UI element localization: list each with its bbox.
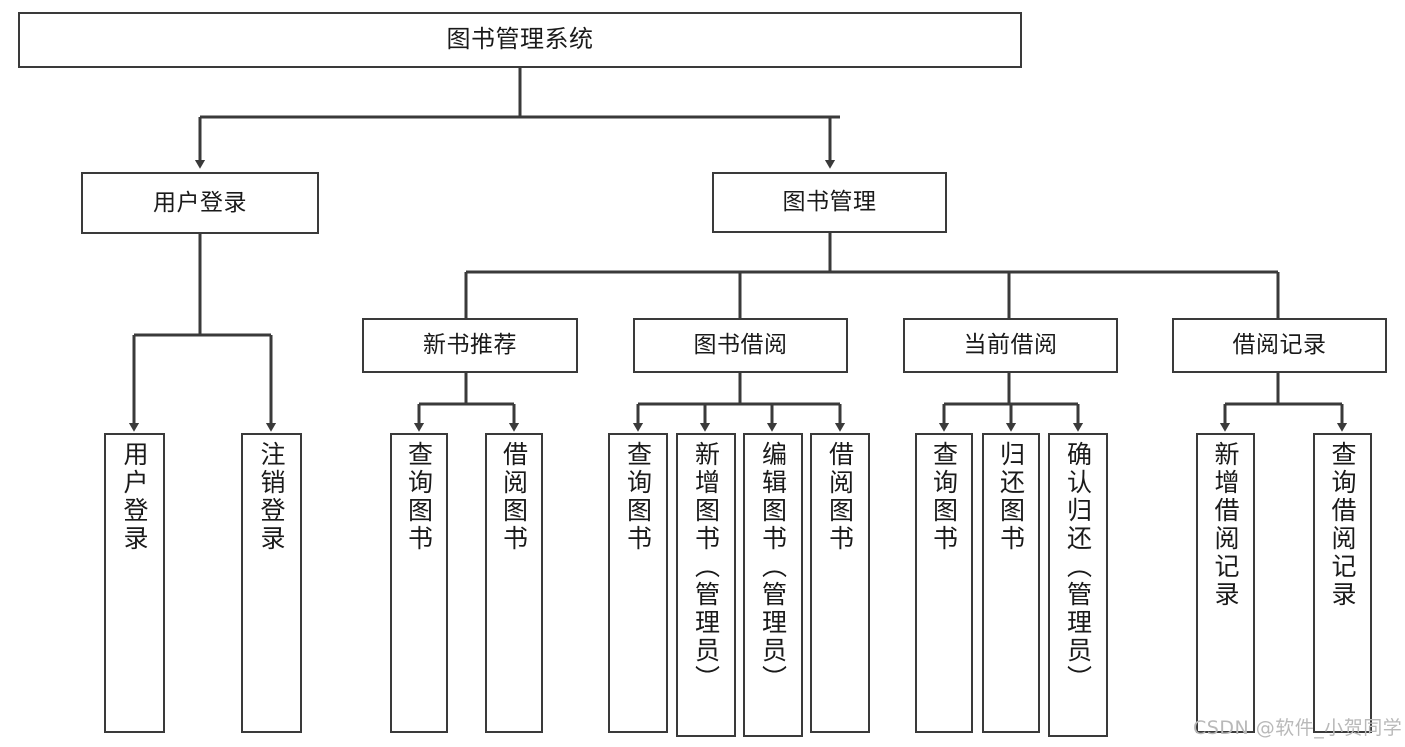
- node-label: 查询借阅记录: [1328, 441, 1357, 609]
- node-label: 用户登录: [120, 441, 149, 553]
- leaf-logout[interactable]: 注销登录: [241, 433, 302, 733]
- node-user-login[interactable]: 用户登录: [81, 172, 319, 234]
- leaf-add-book-admin[interactable]: 新增图书（管理员）: [676, 433, 736, 737]
- leaf-query-book-current[interactable]: 查询图书: [915, 433, 973, 733]
- node-label: 注销登录: [257, 441, 286, 553]
- node-book-borrowing[interactable]: 图书借阅: [633, 318, 848, 373]
- leaf-add-borrow-record[interactable]: 新增借阅记录: [1196, 433, 1255, 733]
- leaf-query-book-newbook[interactable]: 查询图书: [390, 433, 448, 733]
- node-label: 借阅图书: [825, 441, 855, 553]
- node-label: 归还图书: [996, 441, 1026, 553]
- leaf-confirm-return-admin[interactable]: 确认归还（管理员）: [1048, 433, 1108, 737]
- node-borrowing-record[interactable]: 借阅记录: [1172, 318, 1387, 373]
- csdn-watermark: CSDN @软件_小贺同学: [1193, 717, 1403, 739]
- node-label: 新增借阅记录: [1211, 441, 1240, 609]
- node-label: 查询图书: [404, 441, 434, 553]
- node-label: 新书推荐: [423, 332, 517, 359]
- node-label: 借阅记录: [1232, 332, 1327, 359]
- node-root-book-management-system[interactable]: 图书管理系统: [18, 12, 1022, 68]
- node-book-management[interactable]: 图书管理: [712, 172, 947, 233]
- leaf-user-login[interactable]: 用户登录: [104, 433, 165, 733]
- node-current-borrowing[interactable]: 当前借阅: [903, 318, 1118, 373]
- node-new-book-recommendation[interactable]: 新书推荐: [362, 318, 578, 373]
- leaf-query-borrow-record[interactable]: 查询借阅记录: [1313, 433, 1372, 733]
- leaf-return-book[interactable]: 归还图书: [982, 433, 1040, 733]
- node-label: 查询图书: [929, 441, 959, 553]
- node-label: 当前借阅: [963, 332, 1058, 359]
- node-label: 查询图书: [623, 441, 653, 553]
- node-label: 图书管理系统: [446, 25, 594, 54]
- leaf-borrow-book-borrowing[interactable]: 借阅图书: [810, 433, 870, 733]
- leaf-edit-book-admin[interactable]: 编辑图书（管理员）: [743, 433, 803, 737]
- leaf-borrow-book-newbook[interactable]: 借阅图书: [485, 433, 543, 733]
- leaf-query-book-borrowing[interactable]: 查询图书: [608, 433, 668, 733]
- node-label: 借阅图书: [499, 441, 529, 553]
- node-label: 确认归还（管理员）: [1063, 441, 1093, 693]
- node-label: 编辑图书（管理员）: [758, 441, 788, 693]
- node-label: 图书管理: [782, 189, 877, 216]
- node-label: 用户登录: [153, 189, 247, 216]
- node-label: 新增图书（管理员）: [691, 441, 721, 693]
- node-label: 图书借阅: [693, 332, 788, 359]
